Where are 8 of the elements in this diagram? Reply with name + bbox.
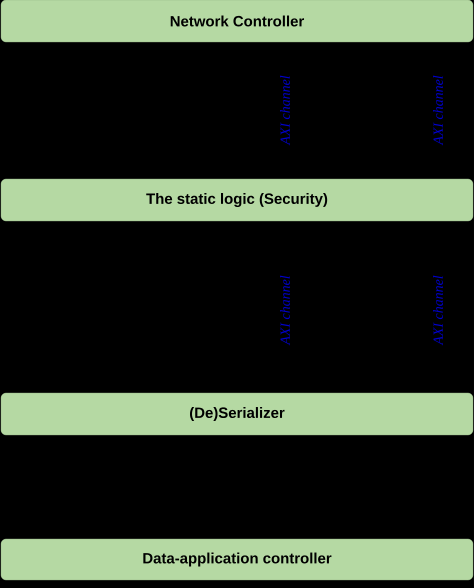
layer-band: Network Controller <box>0 0 474 42</box>
layer-band: The static logic (Security) <box>0 178 474 222</box>
layer-band: (De)Serializer <box>0 392 474 436</box>
channel-label: AXI channel <box>433 76 443 146</box>
layer-band: Data-application controller <box>0 538 474 580</box>
channel-label: AXI channel <box>433 276 443 346</box>
channel-label: AXI channel <box>280 276 290 346</box>
channel-label: AXI channel <box>280 76 290 146</box>
